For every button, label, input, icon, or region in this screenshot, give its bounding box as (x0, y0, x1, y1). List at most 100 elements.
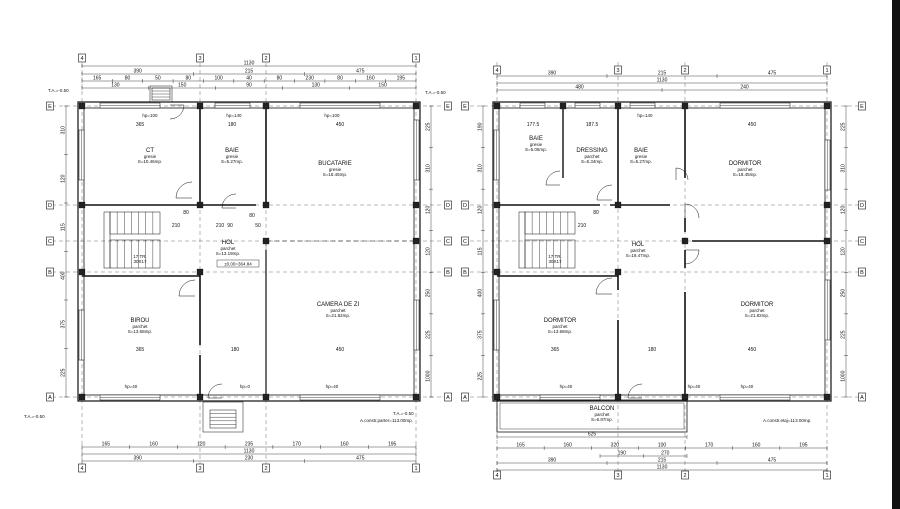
dim-right-label: 1000 (426, 370, 432, 381)
axis-number-top-box (412, 53, 420, 63)
dim-top-row2-label: 40 (246, 76, 252, 82)
interior-dimension: 210 (172, 223, 181, 229)
dim-bottom-row2-label: 270 (661, 451, 670, 457)
room-bucatarie-area: S=18.45mp. (323, 172, 347, 177)
axis-letter-left-box (46, 101, 54, 111)
room-baie-area: S=5.27mp. (221, 159, 243, 164)
axis-letter-left: B (463, 270, 467, 276)
axis-number-bottom-box (412, 463, 420, 473)
dim-top-row3-label: 130 (111, 83, 120, 89)
structural-column (823, 201, 831, 209)
axis-letter-right-box (858, 200, 866, 210)
stair-landing (518, 211, 526, 269)
axis-letter-right: A (860, 395, 864, 401)
axis-letter-left: A (48, 395, 52, 401)
axis-letter-left: D (463, 203, 467, 209)
axis-letter-right: E (446, 104, 450, 110)
stair-upper-run (524, 211, 576, 235)
room-camera-de-zi-name: CAMERA DE ZI (317, 302, 360, 308)
interior-dimension: 450 (748, 347, 757, 353)
dim-top-row3-label: 90 (246, 83, 252, 89)
dim-right-label: 250 (841, 289, 847, 298)
axis-letter-right-box (858, 392, 866, 402)
interior-dimension: 365 (551, 347, 560, 353)
door-swing-balcony (627, 383, 643, 399)
door-swing-bedroom1 (684, 203, 700, 219)
interior-dimension: 90 (227, 223, 233, 229)
dim-bottom-row1-label: 160 (340, 442, 349, 448)
axis-number-top: 1 (825, 68, 828, 74)
dim-right-label: 120 (841, 247, 847, 256)
structural-column (614, 393, 622, 401)
axis-letter-right-box (444, 267, 452, 277)
axis-number-top: 3 (198, 56, 201, 62)
room-ct-area: S=10.46mp. (138, 159, 162, 164)
dim-left-label: 400 (478, 289, 484, 298)
dim-top-row1-label: 390 (133, 69, 142, 75)
stair-subtitle: 30X17 (548, 259, 562, 264)
stair-label: 17 TR. (548, 254, 561, 259)
exterior-wall-outer (492, 101, 832, 402)
dim-left-label: 225 (61, 368, 67, 377)
dim-left-label: 375 (478, 330, 484, 339)
interior-dimension: 210 (578, 223, 587, 229)
dim-bottom-total-label: 1130 (244, 449, 255, 455)
dim-left-label: 225 (478, 372, 484, 381)
dim-bottom-row2-label: 390 (133, 456, 142, 462)
room-baie-2-finish: gresie (635, 154, 648, 159)
exterior-wall-inner (498, 107, 826, 396)
door-swing-bath (545, 170, 561, 186)
room-dormitor-5-finish: parchet (552, 324, 568, 329)
terrain-level-top-right: T.A.=-0.50 (425, 90, 446, 95)
axis-letter-left: E (463, 104, 467, 110)
dim-top-row3-label: 130 (312, 83, 321, 89)
terrain-level-bottom-right: T.A.=-0.50 (393, 411, 414, 416)
dim-top-row3-label: 150 (378, 83, 387, 89)
dim-left-label: 310 (61, 126, 67, 135)
axis-letter-right-box (444, 101, 452, 111)
room-bucatarie-name: BUCATARIE (318, 161, 351, 167)
door-swing-bedroom2 (684, 249, 700, 265)
axis-letter-right: E (860, 104, 864, 110)
dim-top-row2-label: 50 (155, 76, 161, 82)
dim-bottom-row2-label: 475 (356, 456, 365, 462)
built-area-note: A.constr.parter=113.00mp. (360, 418, 413, 423)
structural-column (493, 201, 501, 209)
interior-dimension: 180 (231, 347, 240, 353)
structural-column (196, 201, 204, 209)
dim-bottom-row3-label: 215 (658, 458, 667, 464)
room-baie-0-name: BAIE (529, 136, 543, 142)
dim-top-row1-label: 215 (658, 71, 667, 77)
dim-top-row2-label: 480 (575, 85, 584, 91)
dim-left-label: 190 (478, 122, 484, 131)
dim-top-row2-label: 80 (337, 76, 343, 82)
interior-dimension: 80 (249, 213, 255, 219)
interior-dimension: 187.5 (586, 122, 599, 128)
axis-number-bottom: 3 (198, 466, 201, 472)
structural-column (412, 201, 420, 209)
dim-top-row2-label: 100 (214, 76, 223, 82)
structural-column (614, 268, 622, 276)
structural-column (412, 393, 420, 401)
dim-left-label: 120 (61, 174, 67, 183)
axis-letter-right: C (446, 239, 450, 245)
room-hol-4-area: S=19.47mp. (626, 253, 650, 258)
axis-number-top-box (78, 53, 86, 63)
door-swing-bath (221, 193, 237, 209)
room-baie-finish: gresie (226, 154, 239, 159)
structural-column (78, 201, 86, 209)
dim-left-label: 375 (61, 320, 67, 329)
dim-bottom-row1-label: 160 (752, 443, 761, 449)
structural-column (493, 393, 501, 401)
interior-dimension: 210 (216, 223, 225, 229)
interior-dimension: 180 (648, 347, 657, 353)
room-dormitor-3-finish: parchet (737, 167, 753, 172)
dim-right-label: 250 (426, 289, 432, 298)
room-dressing-1-name: DRESSING (576, 148, 608, 154)
dim-right-label: 120 (426, 247, 432, 256)
dim-bottom-row1-label: 165 (102, 442, 111, 448)
axis-number-bottom-box (614, 470, 622, 480)
door-swing-bath2 (675, 167, 689, 181)
structural-column (493, 102, 501, 110)
